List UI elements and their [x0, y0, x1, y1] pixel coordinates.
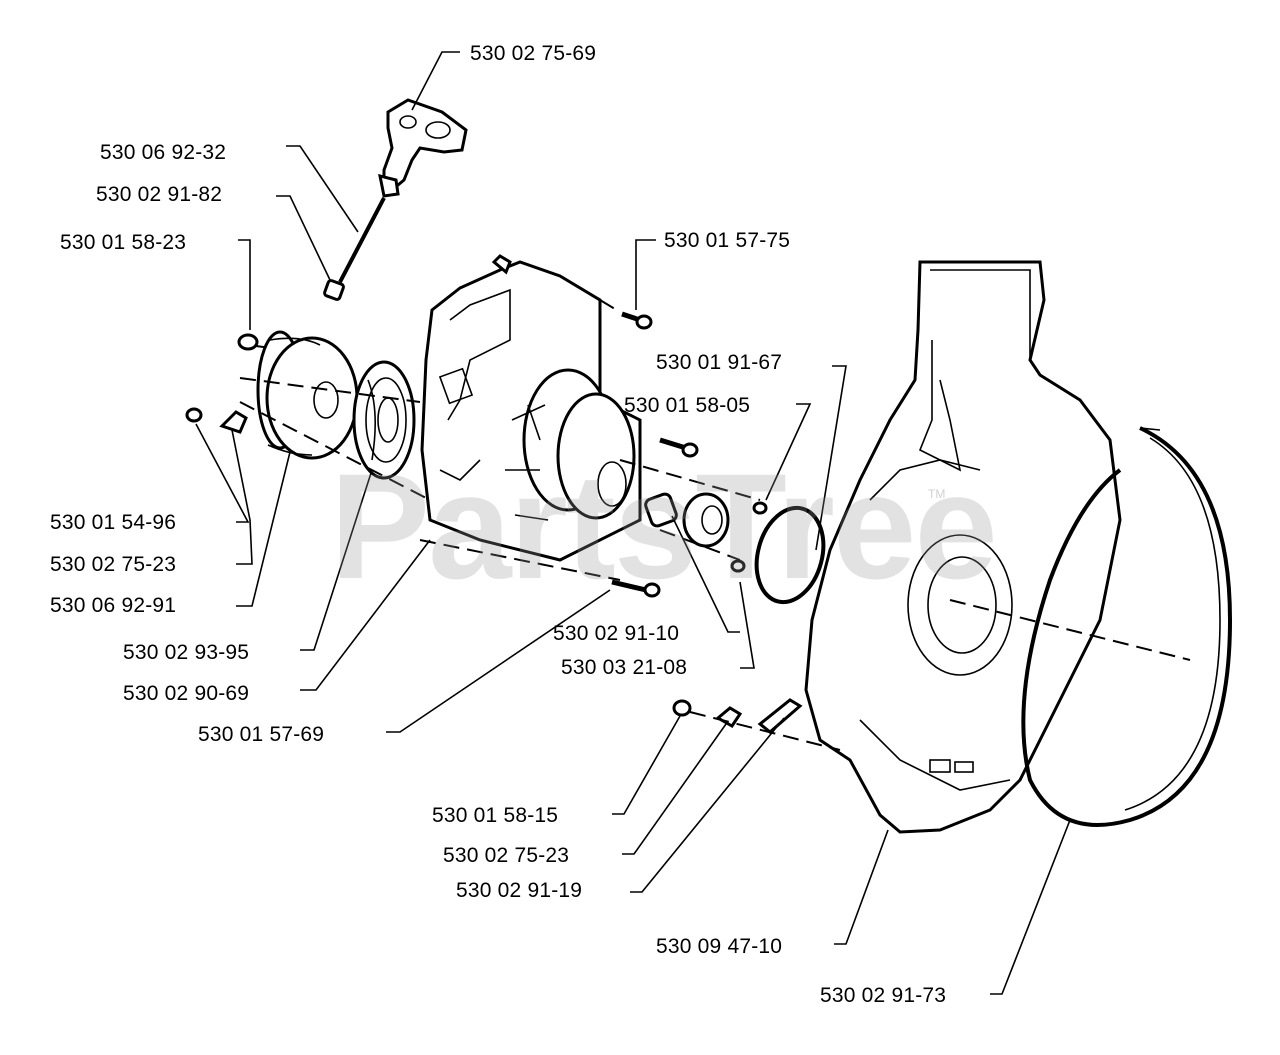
label-530-03-21-08: 530 03 21-08 [561, 656, 688, 679]
label-530-02-75-23-lower: 530 02 75-23 [443, 844, 570, 867]
assembly-axes [239, 299, 1191, 751]
watermark-trademark: TM [928, 487, 946, 501]
screw-530-01-54-96 [185, 407, 203, 423]
starter-rope [338, 197, 386, 283]
spring-cassette [352, 360, 416, 480]
washer-530-02-75-23-lower [715, 706, 743, 728]
starter-handle [378, 98, 468, 198]
label-530-02-91-73: 530 02 91-73 [820, 984, 947, 1007]
nut-upper [752, 501, 768, 515]
nut-lower [730, 559, 746, 573]
label-530-01-91-67: 530 01 91-67 [656, 351, 783, 374]
pin-530-02-91-19 [757, 698, 803, 734]
label-530-02-90-69: 530 02 90-69 [123, 682, 250, 705]
label-530-06-92-91: 530 06 92-91 [50, 594, 177, 617]
label-530-02-91-19: 530 02 91-19 [456, 879, 583, 902]
label-530-01-57-75: 530 01 57-75 [664, 229, 791, 252]
fan-housing [420, 254, 642, 562]
label-530-06-92-32: 530 06 92-32 [100, 141, 227, 164]
cover-ring [1021, 426, 1233, 827]
bushing [644, 492, 678, 528]
screw-530-02-91-10 [611, 579, 661, 598]
label-530-02-75-69: 530 02 75-69 [470, 42, 597, 65]
leader-lines [195, 51, 1071, 995]
label-530-02-91-82: 530 02 91-82 [96, 183, 223, 206]
rope-grommet [323, 279, 345, 301]
bearing [682, 492, 730, 548]
label-530-01-58-15: 530 01 58-15 [432, 804, 559, 827]
blower-housing [804, 260, 1122, 834]
label-530-09-47-10: 530 09 47-10 [656, 935, 783, 958]
screw-530-01-58-05 [659, 437, 699, 458]
screw-530-01-58-15 [672, 699, 692, 717]
label-530-01-58-05: 530 01 58-05 [624, 394, 751, 417]
label-530-02-75-23: 530 02 75-23 [50, 553, 177, 576]
label-530-02-93-95: 530 02 93-95 [123, 641, 250, 664]
label-530-02-91-10: 530 02 91-10 [553, 622, 680, 645]
screw-530-01-57-75 [621, 311, 653, 330]
label-530-01-57-69: 530 01 57-69 [198, 723, 325, 746]
label-530-01-58-23: 530 01 58-23 [60, 231, 187, 254]
o-ring [754, 505, 826, 605]
watermark-text: PartsTree [330, 442, 998, 610]
washer-530-02-75-23 [219, 410, 248, 434]
label-530-01-54-96: 530 01 54-96 [50, 511, 177, 534]
